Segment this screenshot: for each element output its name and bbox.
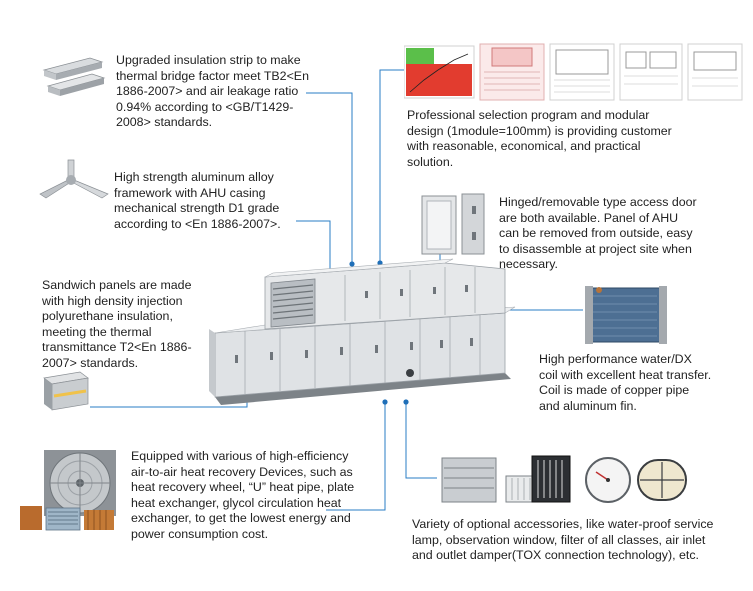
insulation-strip-description: Upgraded insulation strip to make therma… [116,53,309,130]
leader-dot [403,399,409,405]
sandwich-panels-description: Sandwich panels are made with high densi… [42,278,192,370]
heat-recovery-description: Equipped with various of high-efficiency… [131,449,355,541]
selection-program-description: Professional selection program and modul… [407,108,672,169]
air-handling-unit-illustration [205,255,525,415]
leader-accessories [405,402,437,479]
aluminum-corner-icon [38,158,110,206]
aluminum-framework-description: High strength aluminum alloy framework w… [114,170,281,231]
access-door-icon [420,192,488,258]
leader-aluminum-framework [296,220,331,272]
leader-heat-recovery [326,402,386,511]
access-door-description: Hinged/removable type access door are bo… [499,195,697,272]
leader-dot [382,399,388,405]
leader-insulation-strip [306,92,353,263]
insulation-strip-icon [40,52,110,100]
software-screenshots-icon [404,40,744,102]
leader-dot [349,261,355,267]
heat-recovery-wheel-icon [18,448,130,534]
coil-description: High performance water/DX coil with exce… [539,352,712,413]
accessories-description: Variety of optional accessories, like wa… [412,517,714,563]
coil-icon [583,284,669,346]
accessories-icon [440,452,690,508]
leader-selection-program [379,69,405,262]
sandwich-panel-icon [40,364,92,416]
